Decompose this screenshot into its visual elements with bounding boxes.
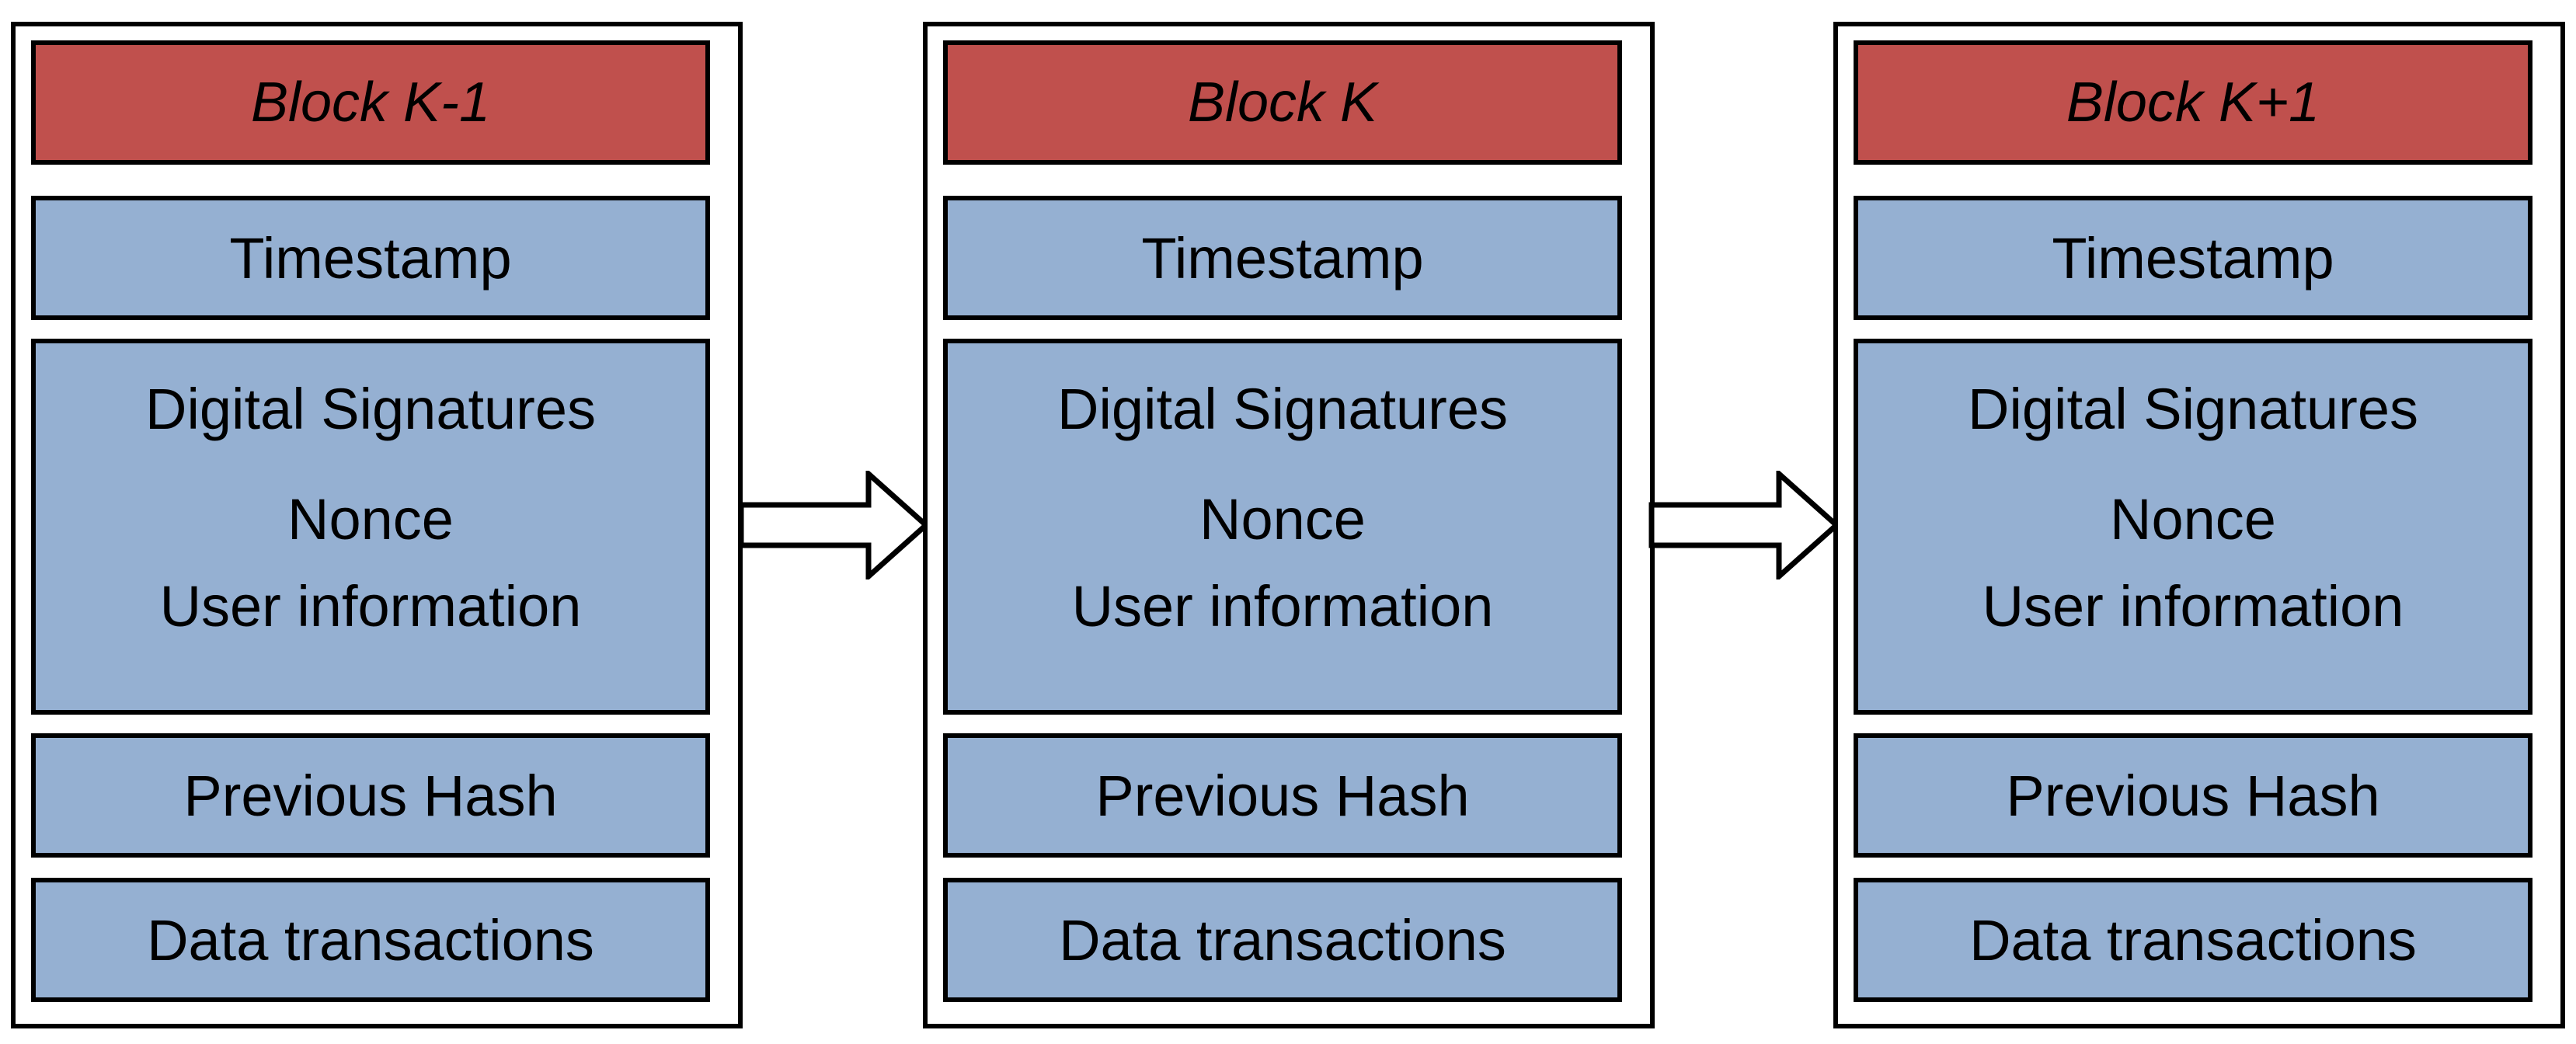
- block-header: Block K: [943, 40, 1622, 165]
- timestamp-field: Timestamp: [1854, 196, 2532, 320]
- previous-hash-field: Previous Hash: [31, 733, 710, 858]
- right-hollow-arrow-icon: [1648, 471, 1841, 579]
- block-k-plus-1: Block K+1 Timestamp Digital Signatures N…: [1833, 22, 2565, 1028]
- nonce-label: Nonce: [2110, 487, 2276, 552]
- previous-hash-field: Previous Hash: [1854, 733, 2532, 858]
- block-header: Block K+1: [1854, 40, 2532, 165]
- right-hollow-arrow-icon: [738, 471, 931, 579]
- timestamp-field: Timestamp: [31, 196, 710, 320]
- user-information-label: User information: [1982, 574, 2404, 639]
- digital-signatures-label: Digital Signatures: [1057, 377, 1508, 441]
- signature-section: Digital Signatures Nonce User informatio…: [1854, 339, 2532, 715]
- signature-section: Digital Signatures Nonce User informatio…: [943, 339, 1622, 715]
- signature-section: Digital Signatures Nonce User informatio…: [31, 339, 710, 715]
- block-k-minus-1: Block K-1 Timestamp Digital Signatures N…: [11, 22, 743, 1028]
- previous-hash-field: Previous Hash: [943, 733, 1622, 858]
- digital-signatures-label: Digital Signatures: [145, 377, 596, 441]
- digital-signatures-label: Digital Signatures: [1968, 377, 2418, 441]
- nonce-label: Nonce: [287, 487, 454, 552]
- timestamp-field: Timestamp: [943, 196, 1622, 320]
- block-k: Block K Timestamp Digital Signatures Non…: [923, 22, 1655, 1028]
- data-transactions-field: Data transactions: [943, 878, 1622, 1002]
- user-information-label: User information: [1071, 574, 1494, 639]
- nonce-label: Nonce: [1199, 487, 1366, 552]
- block-header: Block K-1: [31, 40, 710, 165]
- data-transactions-field: Data transactions: [31, 878, 710, 1002]
- user-information-label: User information: [159, 574, 582, 639]
- data-transactions-field: Data transactions: [1854, 878, 2532, 1002]
